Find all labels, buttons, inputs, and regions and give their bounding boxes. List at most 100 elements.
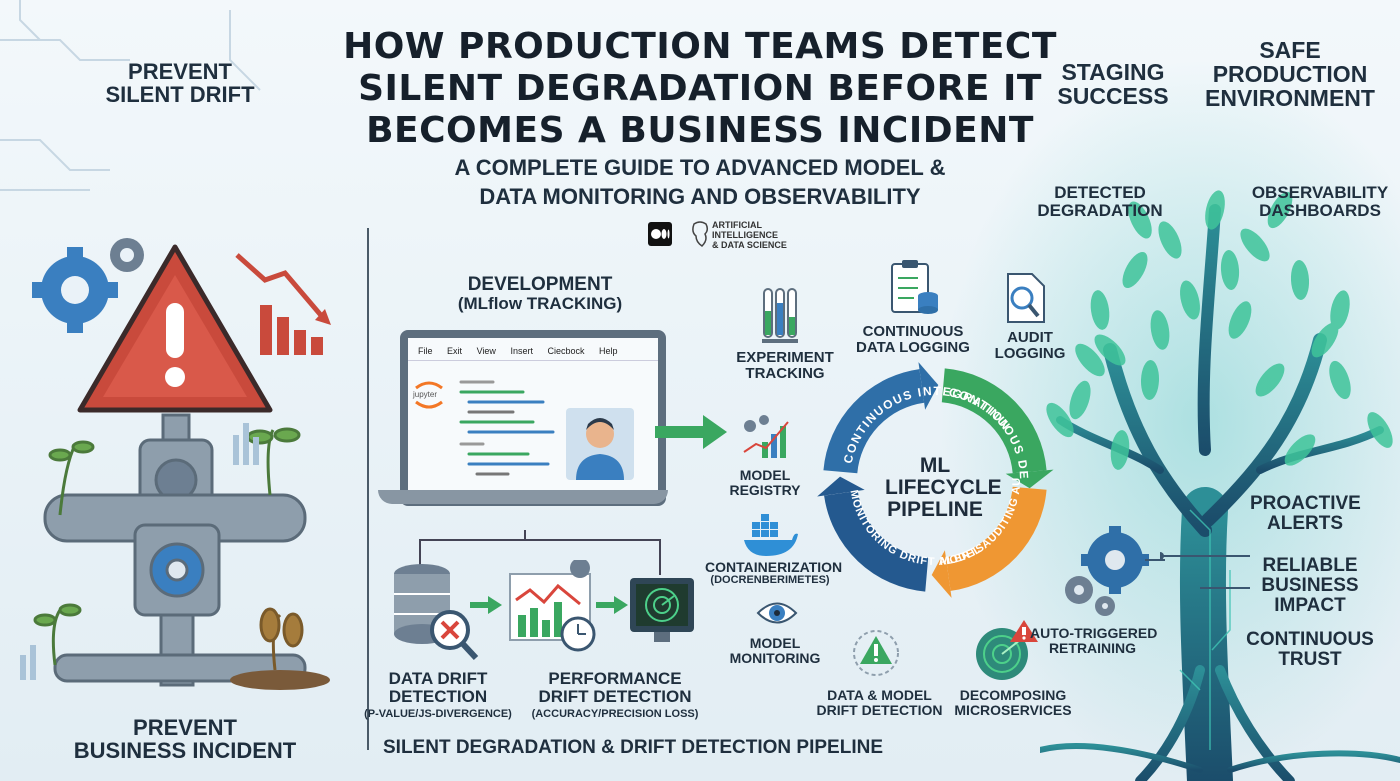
leaf: [1122, 251, 1148, 289]
radar-alert-icon: [976, 620, 1038, 680]
leaf: [1150, 310, 1170, 350]
background-bars: [20, 423, 259, 680]
eye-monitoring-icon: [756, 602, 798, 624]
leaf: [1140, 360, 1160, 400]
leaf: [1046, 402, 1074, 438]
leaf: [1069, 380, 1091, 420]
leaf: [1110, 430, 1130, 470]
development-label: DEVELOPMENT (MLflow TRACKING): [457, 274, 623, 313]
ring-segment-ci-arrowhead: [918, 362, 939, 410]
connector-lines: [1160, 552, 1250, 589]
ml-lifecycle-ring: CONTINUOUS INTEGRATION CONTINUOUS DEPLOY…: [800, 350, 1054, 598]
small-gear-icon: [110, 238, 144, 272]
leaf: [1090, 290, 1110, 330]
subtitle: A COMPLETE GUIDE TO ADVANCED MODEL & DAT…: [360, 153, 1040, 211]
leaf: [1255, 363, 1285, 397]
ring-segment-cd: [941, 368, 1047, 474]
leaf: [1367, 412, 1393, 448]
radar-monitor-icon: [630, 578, 694, 642]
containerization-label: CONTAINERIZATION (DOCRENBERIMETES): [705, 559, 843, 586]
pipe-structure: [43, 413, 307, 687]
user-avatar-icon: [566, 408, 634, 480]
leaf: [1158, 221, 1182, 259]
medium-logo: [648, 222, 672, 246]
leaf: [1284, 434, 1316, 466]
main-title: HOW PRODUCTION TEAMS DETECT SILENT DEGRA…: [330, 26, 1070, 152]
retraining-gears-icon: [1065, 526, 1165, 616]
model-registry-icon: [743, 415, 789, 458]
pipeline-warning-illustration: [20, 238, 331, 690]
branch-connector: [419, 530, 661, 575]
ring-segment-cd-arrowhead: [1005, 469, 1054, 489]
leaf: [1180, 280, 1200, 320]
leaf: [1228, 301, 1252, 339]
ring-segment-monitor-arrowhead: [817, 476, 865, 497]
menu-item-exit[interactable]: Exit: [447, 346, 463, 356]
performance-chart-icon: [509, 560, 596, 652]
jupyter-logo: jupyter: [412, 378, 446, 412]
clipboard-database-icon: [891, 260, 938, 314]
wilted-plant-icon: [230, 607, 330, 690]
docker-whale-icon: [744, 514, 798, 556]
laptop-base: [378, 490, 668, 504]
declining-chart-icon: [235, 253, 331, 355]
ide-menu-bar: File Exit View Insert Ciecbock Help: [408, 338, 658, 361]
menu-item-insert[interactable]: Insert: [510, 346, 533, 356]
leaf: [1240, 228, 1270, 262]
leaf: [1330, 290, 1350, 330]
title-line-3: BECOMES A BUSINESS INCIDENT: [366, 110, 1034, 151]
leaf: [1220, 250, 1240, 290]
menu-item-ciecbock[interactable]: Ciecbock: [547, 346, 585, 356]
pipeline-footer-title: SILENT DEGRADATION & DRIFT DETECTION PIP…: [383, 737, 883, 758]
laptop-screen: File Exit View Insert Ciecbock Help jupy…: [400, 330, 666, 506]
glowing-tree-illustration: [1040, 190, 1400, 781]
brain-logo-icon: [692, 221, 709, 247]
ring-segment-ci: [823, 369, 925, 474]
menu-item-view[interactable]: View: [476, 346, 496, 356]
magnifier-x-icon: [430, 610, 479, 661]
ring-segment-audit-arrowhead: [931, 550, 952, 598]
test-tubes-icon: [762, 288, 798, 343]
gear-icon: [32, 247, 118, 333]
ring-segment-monitor: [824, 490, 929, 592]
menu-item-file[interactable]: File: [418, 346, 433, 356]
leaf: [1075, 343, 1105, 377]
leaf: [1128, 201, 1152, 239]
code-lines: [459, 380, 555, 476]
warning-triangle-icon: [77, 244, 273, 413]
leaf: [1267, 191, 1293, 229]
leaf: [1290, 260, 1310, 300]
subtitle-line-1: A COMPLETE GUIDE TO ADVANCED MODEL &: [454, 155, 946, 180]
title-line-1: HOW PRODUCTION TEAMS DETECT: [343, 26, 1057, 67]
ring-segment-audit: [945, 486, 1047, 591]
leaf: [1311, 322, 1339, 358]
drift-detection-icons: [394, 560, 694, 661]
leaf: [1205, 190, 1225, 230]
arrow-right-icon: [655, 415, 727, 449]
title-line-2: SILENT DEGRADATION BEFORE IT: [358, 68, 1042, 109]
menu-item-help[interactable]: Help: [599, 346, 618, 356]
leaf: [1329, 360, 1351, 400]
audit-document-icon: [1007, 273, 1045, 323]
